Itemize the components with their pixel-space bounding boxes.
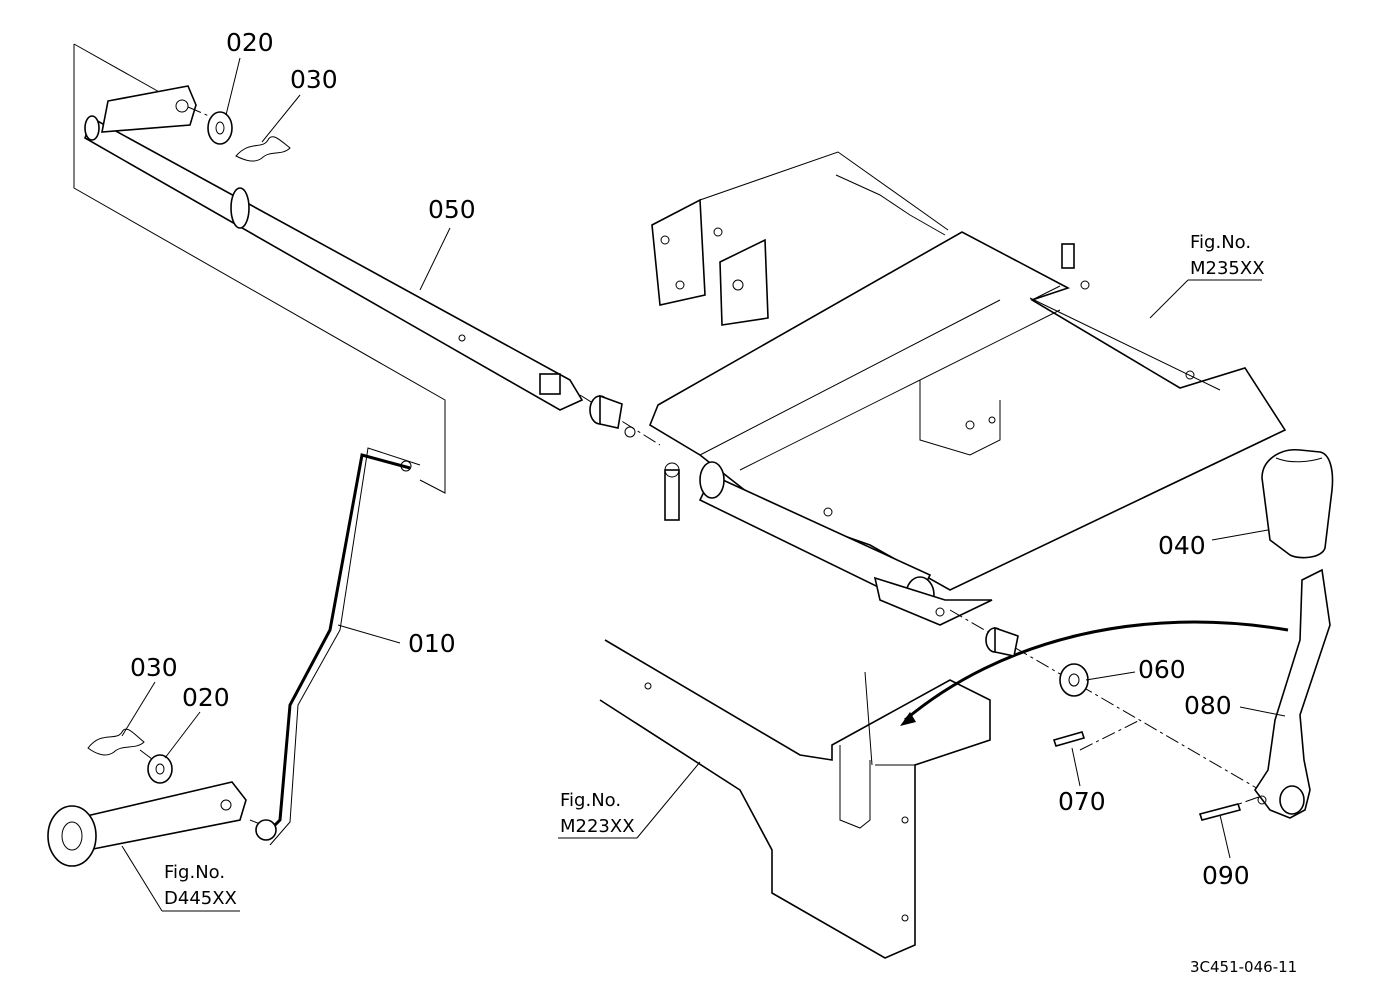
part-050-shaft [84, 85, 584, 411]
part-090-pin [1198, 803, 1242, 821]
fig-ref-d445-prefix: Fig.No. [164, 862, 225, 883]
label-030-top: 030 [290, 65, 338, 94]
collar-body [599, 394, 623, 429]
label-010: 010 [408, 629, 456, 658]
label-040: 040 [1158, 531, 1206, 560]
part-020-washer-bottom [147, 754, 173, 784]
cable-path [900, 620, 1289, 726]
part-030-clip-top [235, 136, 291, 162]
label-060: 060 [1138, 655, 1186, 684]
label-020-bottom: 020 [182, 683, 230, 712]
collar-lower [985, 626, 1019, 657]
background-panel [73, 43, 446, 494]
leader-lines [121, 57, 1286, 859]
part-020-washer-top [207, 111, 233, 145]
fig-ref-m223-prefix: Fig.No. [560, 790, 621, 811]
linkage-plate [47, 781, 247, 867]
label-050: 050 [428, 195, 476, 224]
label-020-top: 020 [226, 28, 274, 57]
part-010-rod [255, 447, 421, 846]
fig-ref-m235-code: M235XX [1190, 258, 1265, 279]
seat-frame-assembly [624, 151, 1287, 626]
lower-frame [599, 639, 991, 959]
label-080: 080 [1184, 691, 1232, 720]
part-080-lever [1254, 568, 1331, 819]
part-040-knob [1261, 449, 1334, 559]
figure-ref-labels: Fig.No. M235XX Fig.No. M223XX Fig.No. D4… [164, 232, 1265, 909]
drawing-code: 3C451-046-11 [1190, 958, 1297, 976]
fig-ref-m235-prefix: Fig.No. [1190, 232, 1251, 253]
label-090: 090 [1202, 861, 1250, 890]
label-030-bottom: 030 [130, 653, 178, 682]
fig-ref-m223-code: M223XX [560, 816, 635, 837]
label-070: 070 [1058, 787, 1106, 816]
part-070-pin [1052, 731, 1086, 747]
part-060-washer [1059, 663, 1089, 697]
fig-ref-d445-code: D445XX [164, 888, 237, 909]
part-030-clip-bottom [87, 728, 145, 756]
part-labels: 020 030 050 010 030 020 040 060 080 070 … [130, 28, 1250, 890]
figure-ref-leaders [121, 279, 1262, 912]
